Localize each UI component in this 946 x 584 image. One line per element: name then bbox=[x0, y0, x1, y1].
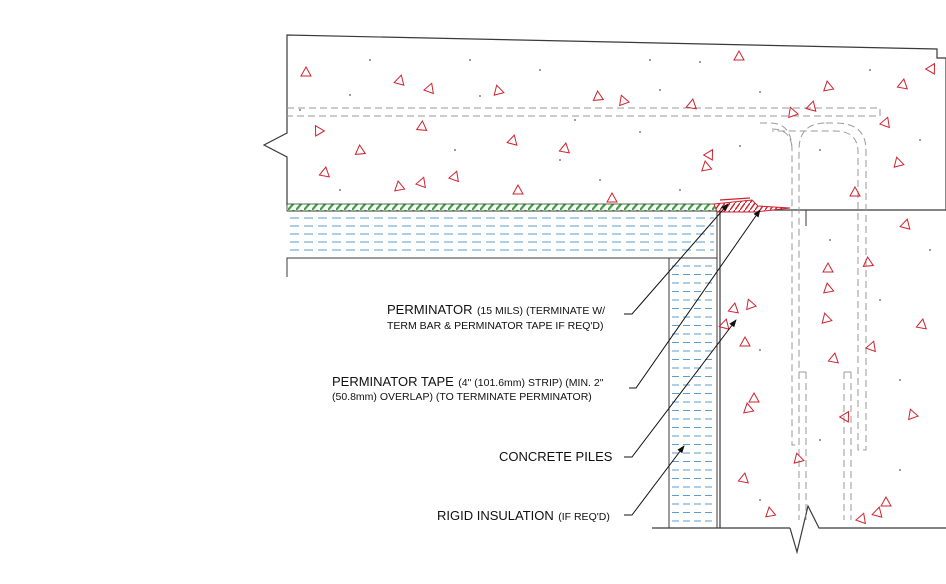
rigid-insulation-horizontal bbox=[286, 210, 718, 529]
rebar-pile-vertical bbox=[798, 371, 852, 520]
concrete-slab bbox=[262, 34, 946, 211]
callout-perminator-tape: PERMINATOR TAPE (4" (101.6mm) STRIP) (MI… bbox=[332, 374, 603, 391]
perminator-membrane bbox=[286, 197, 791, 213]
rebar-horizontal bbox=[287, 107, 881, 117]
callout-perminator-tape-title: PERMINATOR TAPE bbox=[332, 374, 454, 389]
callout-perminator-tape-detail: (4" (101.6mm) STRIP) (MIN. 2" bbox=[458, 377, 604, 389]
rebar-bent bbox=[760, 122, 867, 451]
rigid-insulation-vertical bbox=[672, 265, 714, 522]
callout-perminator-detail: (15 MILS) (TERMINATE W/ bbox=[476, 305, 606, 317]
concrete-pile bbox=[652, 210, 946, 555]
callout-rigid-insulation: RIGID INSULATION (IF REQ'D) bbox=[437, 508, 610, 525]
callout-concrete-piles: CONCRETE PILES bbox=[499, 449, 613, 464]
callout-perminator: PERMINATOR (15 MILS) (TERMINATE W/ bbox=[387, 302, 605, 319]
callout-perminator-title: PERMINATOR bbox=[387, 302, 473, 317]
callout-perminator-tape-line2: (50.8mm) OVERLAP) (TO TERMINATE PERMINAT… bbox=[332, 391, 592, 403]
callout-perminator-line2: TERM BAR & PERMINATOR TAPE IF REQ'D) bbox=[387, 320, 604, 332]
callout-rigid-insulation-title: RIGID INSULATION bbox=[437, 508, 554, 523]
callout-rigid-insulation-detail: (IF REQ'D) bbox=[558, 511, 610, 523]
leader-lines bbox=[624, 203, 761, 516]
concrete-aggregate bbox=[299, 49, 936, 525]
